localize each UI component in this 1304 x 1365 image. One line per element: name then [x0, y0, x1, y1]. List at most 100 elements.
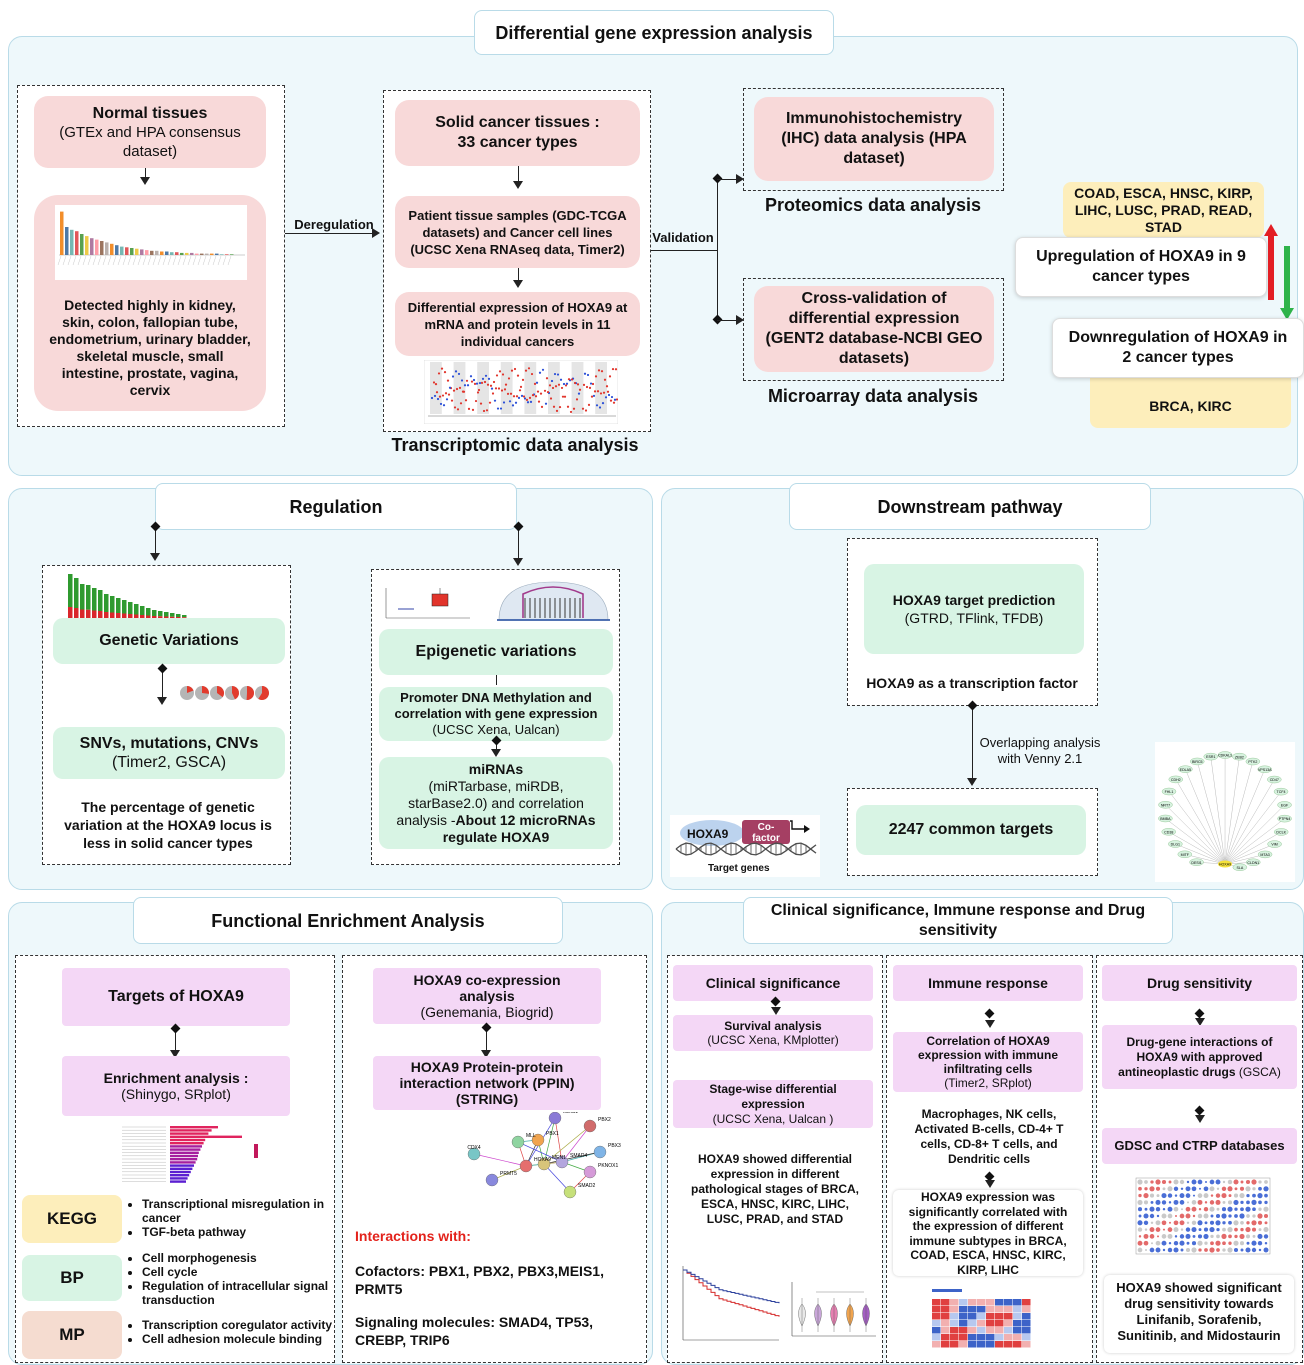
heatmap-cell: [968, 1313, 977, 1320]
drug-dot: [1174, 1194, 1178, 1197]
drug-dot: [1192, 1194, 1196, 1197]
target-prediction-inner: HOXA9 target prediction (GTRD, TFlink, T…: [864, 564, 1084, 654]
drug-dot: [1185, 1233, 1191, 1239]
expression-point: [601, 402, 605, 405]
immune-correlation-box: Correlation of HOXA9 expression with imm…: [893, 1032, 1083, 1092]
drug-dot: [1209, 1227, 1215, 1233]
drug-dot: [1143, 1240, 1149, 1246]
mutation-bar-green: [158, 611, 163, 617]
network-node: [1189, 858, 1204, 866]
heatmap-cell: [932, 1313, 941, 1320]
coexpression-header: HOXA9 co-expression analysis (Genemania,…: [373, 968, 601, 1024]
ppi-edge: [473, 1153, 527, 1167]
drug-dot: [1216, 1187, 1220, 1191]
drug-dot: [1155, 1179, 1161, 1185]
crossval-box: [743, 278, 1004, 381]
expression-point: [442, 404, 446, 407]
expression-point: [584, 409, 588, 412]
network-node-label: EGF: [1281, 804, 1289, 808]
expression-point: [466, 384, 470, 387]
drug-dot: [1144, 1207, 1148, 1211]
heatmap-cell: [968, 1320, 977, 1327]
drug-dot: [1216, 1207, 1220, 1211]
expression-point: [534, 395, 538, 398]
enrichment-bar: [170, 1126, 218, 1129]
drug-dot: [1173, 1240, 1179, 1246]
dna-strand: [675, 842, 817, 856]
tick-label-line: [107, 255, 112, 266]
kegg-item: TGF-beta pathway: [142, 1225, 333, 1239]
kegg-label: KEGG: [46, 1209, 98, 1228]
drug-dot: [1179, 1200, 1185, 1205]
drug-dot: [1245, 1186, 1251, 1192]
proteomics-label: Proteomics data analysis: [764, 195, 982, 215]
expression-point: [461, 390, 465, 393]
patient-samples-text: Patient tissue samples (GDC-TCGA dataset…: [408, 207, 627, 257]
mutation-bar-red: [146, 615, 151, 618]
ppi-node-label: MEIS1: [563, 1112, 578, 1115]
expression-point: [587, 403, 591, 406]
mutation-bar-green: [68, 574, 73, 607]
expression-point: [578, 388, 582, 391]
expression-point: [563, 395, 567, 398]
expression-point: [557, 383, 561, 386]
network-node-label: MTA3: [1260, 853, 1269, 857]
drug-dot: [1216, 1227, 1220, 1232]
expression-point: [494, 387, 498, 390]
heatmap-cell: [932, 1320, 941, 1327]
network-node: [1178, 765, 1193, 773]
mutation-bar-red: [140, 615, 145, 618]
ppi-edge: [543, 1163, 571, 1193]
expression-point: [605, 385, 609, 388]
drug-dot: [1149, 1206, 1155, 1212]
drug-dot: [1162, 1187, 1166, 1191]
common-targets-inner: 2247 common targets: [856, 805, 1086, 855]
expression-point: [434, 383, 438, 386]
drug-dot: [1240, 1248, 1244, 1252]
validation-label: Validation: [652, 230, 714, 245]
survival-title: Survival analysis: [724, 1019, 822, 1033]
expression-point: [444, 392, 448, 395]
network-node: [1158, 814, 1173, 823]
drug-dot: [1264, 1193, 1268, 1198]
kegg-list: Transcriptional misregulation in cancer …: [128, 1197, 333, 1239]
expression-point: [594, 375, 598, 378]
drug-dot: [1137, 1207, 1143, 1212]
mutation-bar-red: [98, 611, 103, 618]
band: [524, 362, 537, 414]
expression-point: [545, 377, 549, 380]
drug-dot: [1186, 1221, 1190, 1225]
expression-point: [527, 367, 531, 370]
heatmap-cell: [977, 1327, 986, 1334]
expression-point: [455, 387, 459, 391]
drug-dot: [1137, 1227, 1143, 1232]
drug-dot: [1252, 1207, 1256, 1212]
expression-point: [512, 395, 516, 398]
patient-samples-box: Patient tissue samples (GDC-TCGA dataset…: [395, 196, 640, 268]
heatmap-cell: [995, 1334, 1004, 1341]
drug-dot: [1155, 1240, 1161, 1246]
network-edge: [1165, 818, 1226, 865]
drug-dot: [1167, 1213, 1173, 1219]
drug-dot: [1245, 1179, 1251, 1185]
network-node: [1203, 752, 1218, 761]
network-node-label: TCF4: [1277, 790, 1286, 794]
network-node-label: VPS13A: [1258, 768, 1272, 772]
tick-label-line: [162, 255, 167, 266]
drug-dot: [1227, 1179, 1233, 1185]
drug-dot: [1155, 1199, 1161, 1205]
expression-point: [590, 395, 594, 398]
tissue-bar: [170, 252, 174, 255]
pie-slice: [187, 686, 194, 693]
enrichment-bar: [170, 1151, 199, 1154]
expression-point: [438, 395, 442, 398]
expression-point: [478, 381, 482, 385]
expression-point: [435, 391, 439, 394]
heatmap-cell: [986, 1327, 995, 1334]
enrichment-bar: [170, 1167, 193, 1170]
mutation-bar-red: [134, 614, 139, 618]
drug-dot: [1192, 1214, 1196, 1218]
drug-dot: [1221, 1213, 1227, 1219]
heatmap-cell: [1022, 1334, 1031, 1341]
heatmap-cell: [977, 1341, 986, 1348]
